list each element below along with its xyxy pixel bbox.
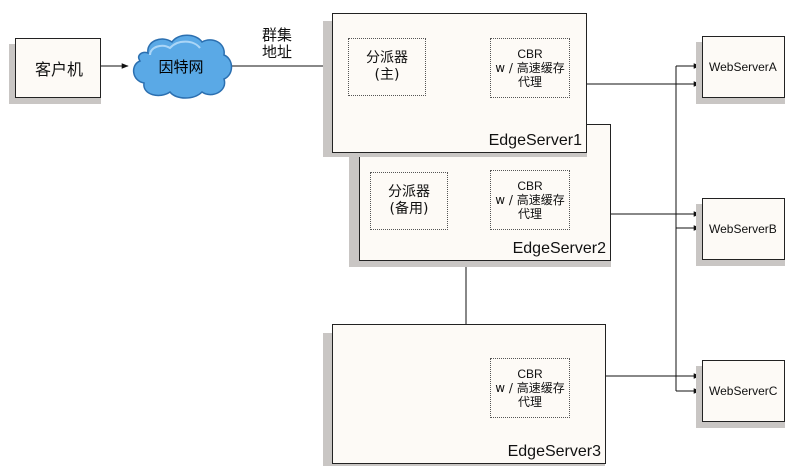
dispatcher-primary-line2: (主)	[374, 67, 400, 83]
cbr-proxy-2-line3: 代理	[517, 207, 542, 222]
webserver-c-label: WebServerC	[709, 384, 778, 398]
dispatcher-primary-line1: 分派器	[366, 50, 408, 67]
cluster-address-line1: 群集	[262, 26, 293, 44]
cbr-proxy-3: CBR w / 高速缓存 代理	[490, 358, 570, 418]
cluster-address-line2: 地址	[262, 43, 293, 61]
webserver-a: WebServerA	[702, 36, 785, 98]
cbr-proxy-3-line2: w / 高速缓存	[495, 380, 565, 395]
cbr-proxy-1-line3: 代理	[517, 75, 542, 90]
dispatcher-primary: 分派器 (主)	[348, 38, 426, 96]
cluster-address-label: 群集 地址	[262, 27, 292, 61]
cbr-proxy-1: CBR w / 高速缓存 代理	[490, 38, 570, 98]
cbr-proxy-2-line2: w / 高速缓存	[495, 192, 565, 207]
internet-label: 因特网	[158, 57, 204, 76]
cbr-proxy-1-line1: CBR	[517, 46, 543, 61]
cbr-proxy-1-line2: w / 高速缓存	[495, 60, 565, 75]
internet-cloud	[132, 34, 233, 99]
edgeserver2-name: EdgeServer2	[512, 240, 606, 257]
client-node: 客户机	[15, 38, 101, 98]
cbr-proxy-3-line3: 代理	[517, 395, 542, 410]
cbr-proxy-2: CBR w / 高速缓存 代理	[490, 170, 570, 230]
cbr-proxy-3-line1: CBR	[517, 366, 543, 381]
edgeserver1-name: EdgeServer1	[488, 132, 582, 149]
dispatcher-backup: 分派器 (备用)	[370, 172, 448, 230]
edgeserver3-name: EdgeServer3	[507, 443, 601, 460]
webserver-b-label: WebServerB	[709, 222, 777, 236]
cbr-proxy-2-line1: CBR	[517, 178, 543, 193]
dispatcher-backup-line1: 分派器	[388, 184, 430, 201]
webserver-b: WebServerB	[702, 198, 785, 260]
client-label: 客户机	[34, 60, 83, 79]
webserver-a-label: WebServerA	[709, 60, 777, 74]
dispatcher-backup-line2: (备用)	[389, 201, 429, 217]
webserver-c: WebServerC	[702, 360, 785, 422]
